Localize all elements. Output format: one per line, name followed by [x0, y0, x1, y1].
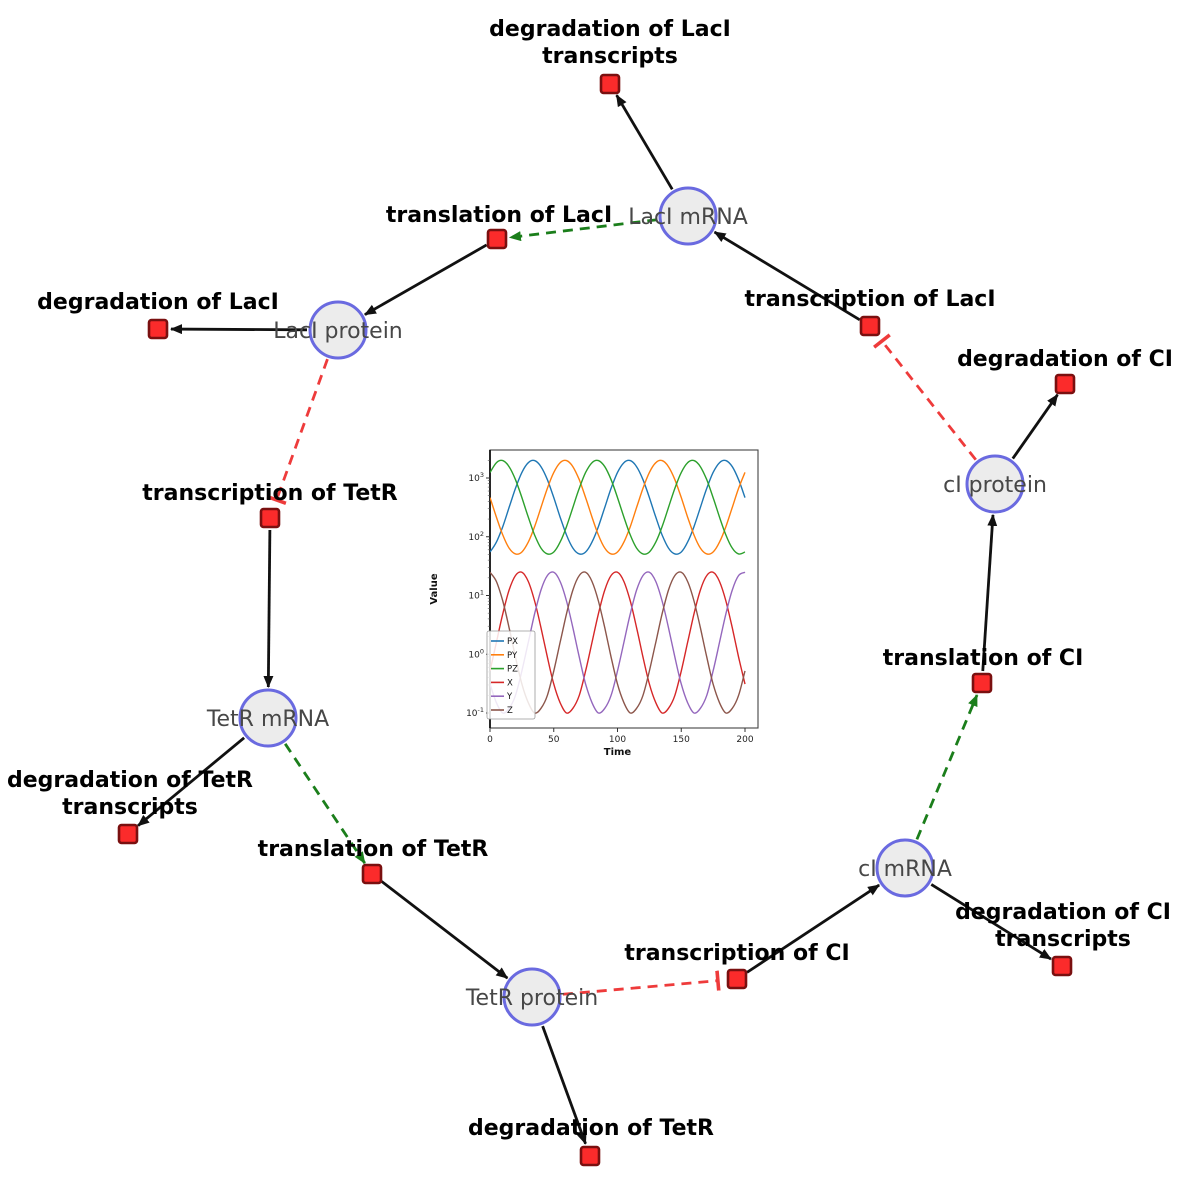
edge-production-transl_CI-cI_protein	[981, 513, 998, 672]
x-tick-label: 150	[673, 735, 690, 745]
reaction-label-deg_TetR: degradation of TetR	[468, 1116, 714, 1141]
x-tick-label: 100	[609, 735, 626, 745]
edge-consumption-cI_protein-deg_CI	[1011, 393, 1059, 460]
nodes-layer	[117, 73, 1076, 1167]
legend-label-X: X	[507, 678, 513, 688]
reaction-node-txn_LacI[interactable]	[859, 315, 881, 337]
reaction-label-deg_LacI_tx: transcripts	[542, 44, 678, 69]
reaction-node-txn_TetR[interactable]	[259, 507, 281, 529]
reaction-node-deg_CI_tx[interactable]	[1051, 955, 1073, 977]
series-Y	[490, 571, 746, 714]
reaction-label-txn_CI: transcription of CI	[624, 941, 849, 966]
chart-ylabel: Value	[429, 573, 440, 604]
edge-production-txn_CI-cI_mRNA	[746, 883, 880, 974]
edge-modifier-LacI_mRNA-transl_LacI	[508, 218, 658, 242]
legend-label-PZ: PZ	[507, 665, 518, 675]
edge-production-transl_LacI-LacI_protein	[364, 243, 488, 316]
reaction-node-transl_CI[interactable]	[971, 672, 993, 694]
reaction-node-deg_CI[interactable]	[1054, 373, 1076, 395]
y-tick-label: 101	[468, 589, 484, 602]
species-node-cI_protein[interactable]	[965, 454, 1025, 514]
series-X	[490, 571, 746, 714]
labels-layer: degradation of LacItranscriptstranslatio…	[7, 17, 1173, 1141]
edge-production-transl_TetR-TetR_protein	[380, 880, 509, 980]
reaction-label-deg_CI_tx: degradation of CI	[955, 900, 1171, 925]
reaction-label-deg_CI: degradation of CI	[957, 347, 1173, 372]
species-label-TetR_protein: TetR protein	[465, 986, 598, 1011]
reaction-node-deg_TetR[interactable]	[579, 1145, 601, 1167]
chart-legend: PX PY PZ XYZ	[486, 630, 536, 720]
species-node-TetR_protein[interactable]	[502, 967, 562, 1027]
legend-label-Z: Z	[507, 706, 513, 716]
species-label-TetR_mRNA: TetR mRNA	[206, 707, 329, 732]
reaction-label-transl_TetR: translation of TetR	[258, 837, 489, 862]
series-PZ	[490, 459, 746, 555]
edge-consumption-TetR_mRNA-deg_TetR_tx	[137, 736, 246, 827]
edges-layer	[137, 94, 1059, 1145]
edge-consumption-LacI_protein-deg_LacI	[169, 324, 308, 335]
species-node-cI_mRNA[interactable]	[875, 838, 935, 898]
species-label-LacI_mRNA: LacI mRNA	[628, 205, 748, 230]
reaction-node-deg_LacI[interactable]	[147, 318, 169, 340]
edge-consumption-TetR_protein-deg_TetR	[541, 1025, 587, 1145]
legend-label-PY: PY	[507, 651, 518, 661]
edge-production-txn_LacI-LacI_mRNA	[713, 230, 861, 321]
reaction-label-deg_LacI_tx: degradation of LacI	[489, 17, 731, 42]
edge-inhibition-cI_protein-txn_LacI	[872, 333, 977, 461]
x-tick-label: 200	[736, 735, 753, 745]
edge-modifier-TetR_mRNA-transl_TetR	[284, 743, 366, 865]
edge-inhibition-LacI_protein-txn_TetR	[266, 358, 329, 506]
y-tick-label: 10-1	[466, 706, 484, 719]
series-PX	[490, 459, 746, 555]
reaction-label-txn_TetR: transcription of TetR	[142, 481, 398, 506]
species-label-cI_protein: cI protein	[943, 473, 1047, 498]
x-tick-label: 0	[487, 735, 493, 745]
reaction-node-deg_LacI_tx[interactable]	[599, 73, 621, 95]
reaction-node-transl_TetR[interactable]	[361, 863, 383, 885]
species-label-LacI_protein: LacI protein	[273, 319, 403, 344]
x-tick-label: 50	[548, 735, 560, 745]
reaction-label-transl_CI: translation of CI	[883, 646, 1084, 671]
species-node-TetR_mRNA[interactable]	[238, 688, 298, 748]
edge-consumption-cI_mRNA-deg_CI_tx	[930, 883, 1052, 961]
edge-inhibition-TetR_protein-txn_CI	[562, 970, 721, 996]
legend-label-Y: Y	[506, 692, 513, 702]
y-tick-label: 100	[468, 647, 484, 660]
reaction-label-transl_LacI: translation of LacI	[386, 203, 612, 228]
y-tick-label: 103	[468, 471, 484, 484]
species-label-cI_mRNA: cI mRNA	[858, 857, 952, 882]
species-node-LacI_protein[interactable]	[308, 300, 368, 360]
reaction-node-transl_LacI[interactable]	[486, 228, 508, 250]
chart-xlabel: Time	[604, 747, 632, 758]
reaction-label-deg_TetR_tx: degradation of TetR	[7, 768, 253, 793]
reaction-label-deg_TetR_tx: transcripts	[62, 795, 198, 820]
reaction-label-txn_LacI: transcription of LacI	[744, 287, 995, 312]
reaction-node-deg_TetR_tx[interactable]	[117, 823, 139, 845]
edge-consumption-LacI_mRNA-deg_LacI_tx	[615, 94, 674, 191]
reaction-label-deg_CI_tx: transcripts	[995, 927, 1131, 952]
edge-production-txn_TetR-TetR_mRNA	[263, 529, 274, 689]
edge-modifier-cI_mRNA-transl_CI	[915, 694, 979, 840]
series-PY	[490, 459, 746, 555]
reaction-node-txn_CI[interactable]	[726, 968, 748, 990]
y-tick-label: 102	[468, 530, 484, 543]
reaction-label-deg_LacI: degradation of LacI	[37, 290, 279, 315]
legend-label-PX: PX	[507, 637, 518, 647]
species-node-LacI_mRNA[interactable]	[658, 186, 718, 246]
